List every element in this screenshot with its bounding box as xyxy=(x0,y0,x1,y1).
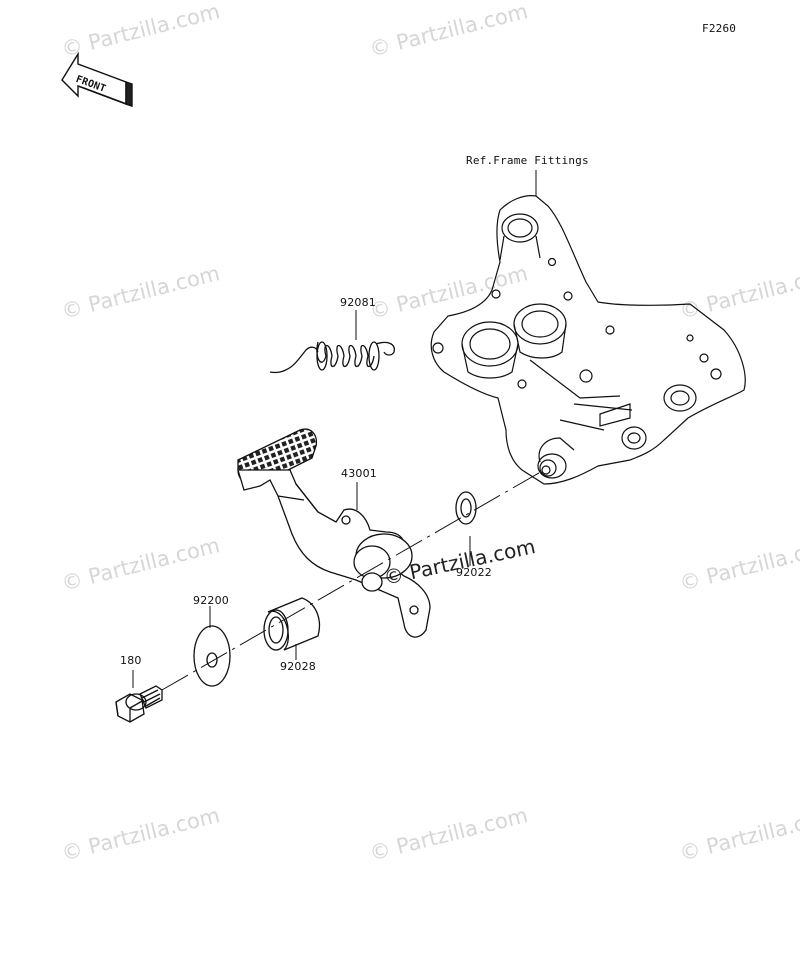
bushing-92028 xyxy=(263,597,321,651)
part-label-brake-pedal: 43001 xyxy=(341,467,377,480)
part-label-spring: 92081 xyxy=(340,296,376,309)
brake-pedal xyxy=(237,428,431,638)
frame-ref-label: Ref.Frame Fittings xyxy=(466,154,589,167)
figure-code: F2260 xyxy=(702,22,737,35)
bolt-180 xyxy=(115,685,163,723)
washer-92200 xyxy=(193,625,231,687)
spring xyxy=(269,341,395,374)
part-label-washer-92200: 92200 xyxy=(193,594,229,607)
part-label-washer-92022: 92022 xyxy=(456,566,492,579)
front-arrow-icon xyxy=(61,51,133,107)
frame-fitting-bracket xyxy=(430,195,746,485)
part-label-bolt: 180 xyxy=(120,654,142,667)
part-label-bushing: 92028 xyxy=(280,660,316,673)
washer-92022 xyxy=(455,491,477,525)
assembly-axis-line xyxy=(161,469,545,691)
